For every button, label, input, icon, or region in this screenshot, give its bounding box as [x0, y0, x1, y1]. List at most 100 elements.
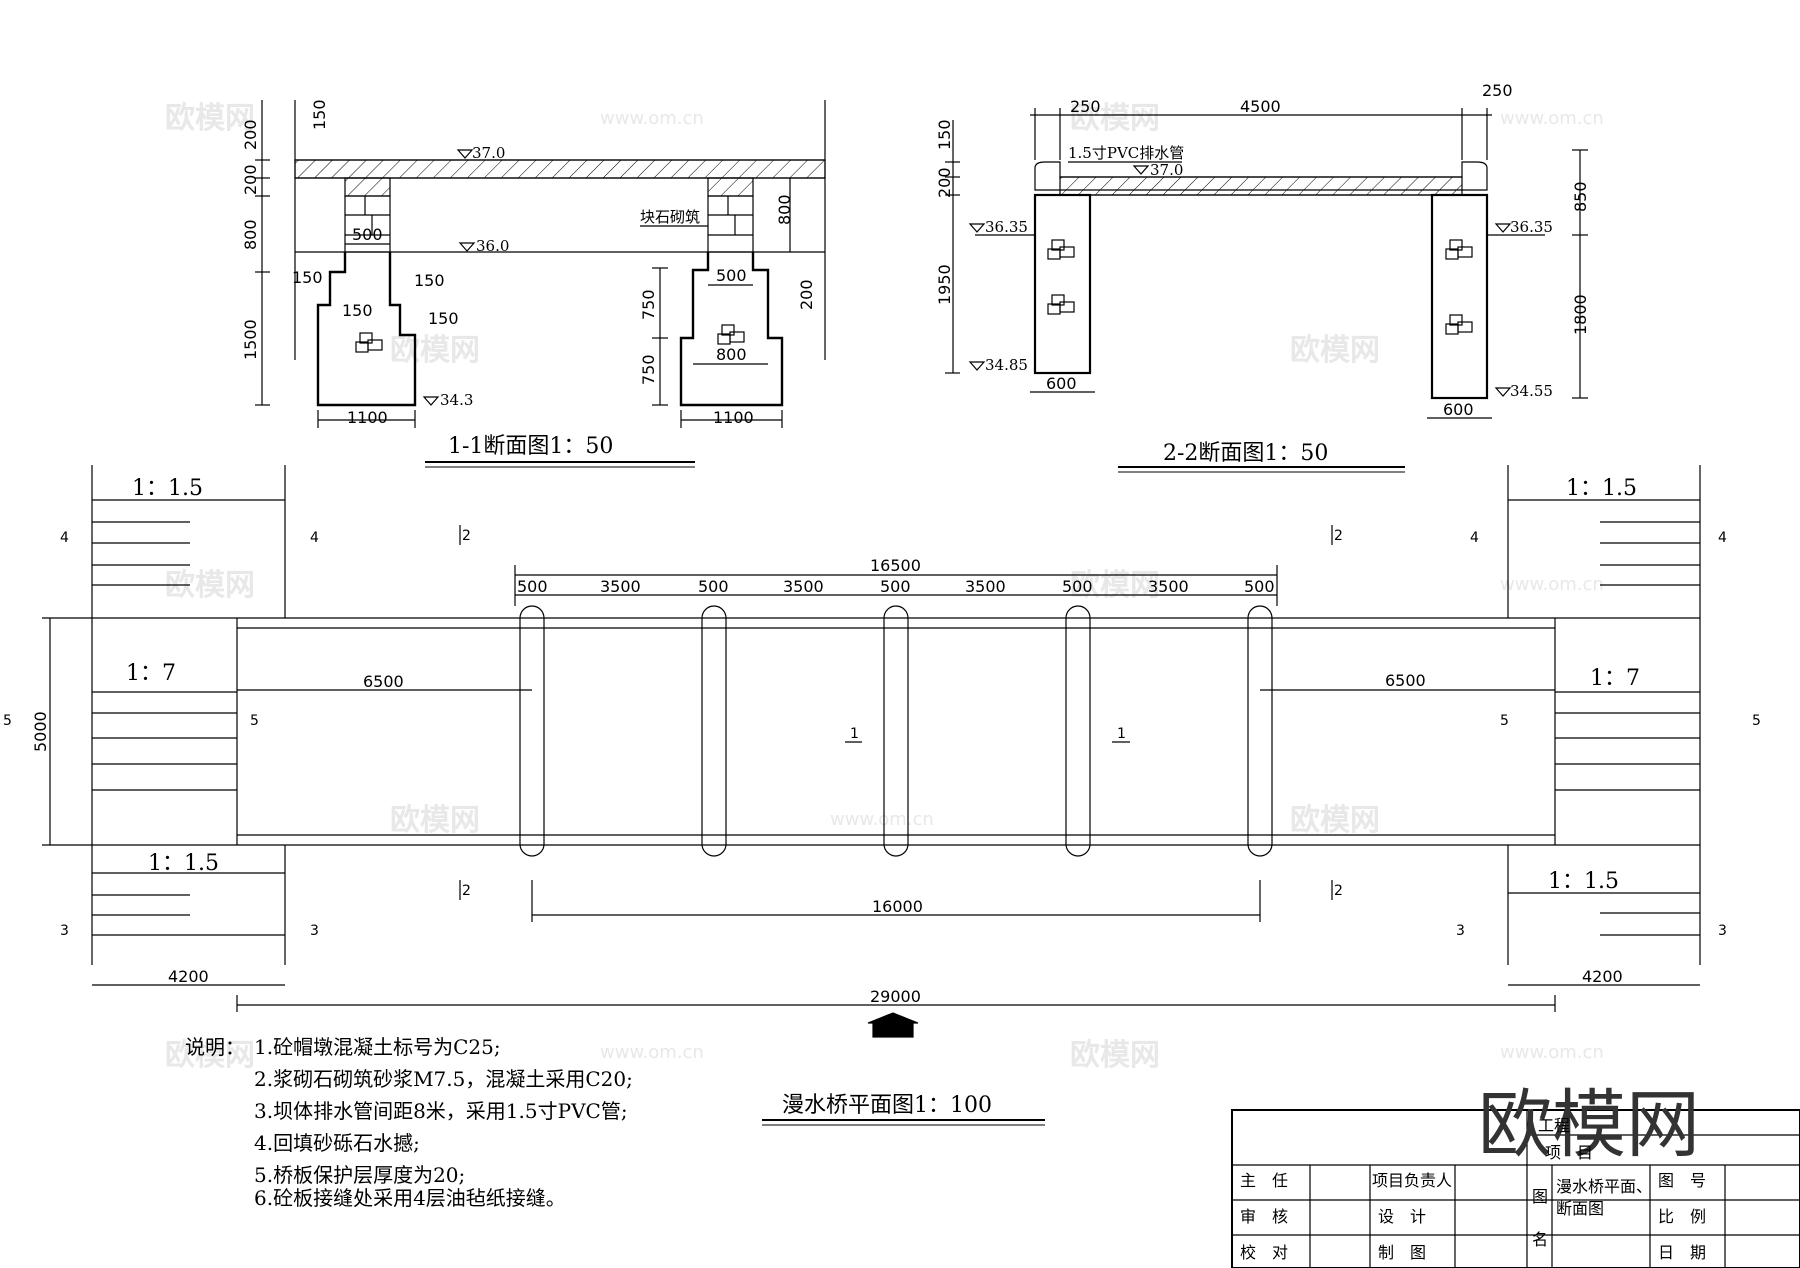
svg-text:4: 4 — [60, 530, 69, 546]
svg-text:34.85: 34.85 — [985, 356, 1028, 374]
svg-text:1：1.5: 1：1.5 — [148, 851, 219, 876]
watermark: www.om.cn — [1500, 1042, 1604, 1063]
svg-text:34.3: 34.3 — [440, 391, 473, 409]
svg-text:1：7: 1：7 — [1590, 666, 1640, 691]
watermark: www.om.cn — [600, 1042, 704, 1063]
svg-text:250: 250 — [1070, 97, 1101, 116]
svg-text:850: 850 — [1571, 181, 1590, 212]
watermark: 欧模网 — [390, 803, 480, 838]
svg-text:5: 5 — [3, 713, 12, 729]
svg-text:500: 500 — [698, 577, 729, 596]
svg-text:2: 2 — [462, 528, 471, 544]
notes-heading: 说明： — [185, 1035, 245, 1059]
svg-text:4500: 4500 — [1240, 97, 1281, 116]
note-item: 6.砼板接缝处采用4层油毡纸接缝。 — [254, 1186, 566, 1210]
svg-text:1: 1 — [850, 726, 859, 742]
svg-text:日 期: 日 期 — [1658, 1243, 1706, 1262]
note-item: 5.桥板保护层厚度为20; — [254, 1163, 465, 1187]
notes: 说明： 1.砼帽墩混凝土标号为C25; 2.浆砌石砌筑砂浆M7.5，混凝土采用C… — [185, 1035, 633, 1210]
svg-text:图 号: 图 号 — [1658, 1171, 1706, 1190]
svg-text:200: 200 — [241, 164, 260, 195]
plan-title: 漫水桥平面图1：100 — [782, 1093, 992, 1118]
svg-text:800: 800 — [775, 194, 794, 225]
watermark: 欧模网 — [1290, 333, 1380, 368]
svg-text:150: 150 — [414, 271, 445, 290]
svg-text:500: 500 — [517, 577, 548, 596]
svg-text:工程: 工程 — [1538, 1116, 1570, 1135]
svg-text:3500: 3500 — [783, 577, 824, 596]
svg-text:1: 1 — [1117, 726, 1126, 742]
watermark: 欧模网 — [1070, 568, 1160, 603]
svg-text:800: 800 — [241, 219, 260, 250]
svg-text:4200: 4200 — [1582, 967, 1623, 986]
svg-text:1800: 1800 — [1571, 294, 1590, 335]
svg-text:1500: 1500 — [241, 319, 260, 360]
svg-text:500: 500 — [1244, 577, 1275, 596]
svg-text:36.35: 36.35 — [985, 218, 1028, 236]
svg-text:审 核: 审 核 — [1240, 1207, 1288, 1226]
svg-text:3: 3 — [60, 923, 69, 939]
svg-text:3: 3 — [1718, 923, 1727, 939]
svg-text:5: 5 — [1500, 713, 1509, 729]
watermarks: 欧模网 www.om.cn 欧模网 www.om.cn 欧模网 欧模网 欧模网 … — [165, 101, 1604, 1073]
watermark: 欧模网 — [1290, 803, 1380, 838]
svg-text:600: 600 — [1046, 374, 1077, 393]
watermark: www.om.cn — [1500, 108, 1604, 129]
svg-text:1：1.5: 1：1.5 — [132, 476, 203, 501]
svg-text:4: 4 — [1718, 530, 1727, 546]
svg-text:500: 500 — [352, 225, 383, 244]
svg-text:制 图: 制 图 — [1378, 1243, 1426, 1262]
note-item: 3.坝体排水管间距8米，采用1.5寸PVC管; — [254, 1099, 628, 1123]
svg-text:150: 150 — [292, 268, 323, 287]
svg-text:2: 2 — [462, 883, 471, 899]
svg-text:500: 500 — [1062, 577, 1093, 596]
svg-text:4200: 4200 — [168, 967, 209, 986]
svg-text:150: 150 — [935, 119, 954, 150]
svg-text:6500: 6500 — [363, 672, 404, 691]
svg-text:36.0: 36.0 — [476, 237, 509, 255]
svg-text:5: 5 — [250, 713, 259, 729]
svg-text:500: 500 — [880, 577, 911, 596]
svg-text:200: 200 — [797, 279, 816, 310]
svg-text:500: 500 — [716, 266, 747, 285]
svg-text:名: 名 — [1532, 1230, 1548, 1249]
svg-text:37.0: 37.0 — [1150, 161, 1183, 179]
section-1-1-title: 1-1断面图1：50 — [448, 434, 613, 459]
svg-text:150: 150 — [428, 309, 459, 328]
note-item: 2.浆砌石砌筑砂浆M7.5，混凝土采用C20; — [254, 1067, 633, 1091]
svg-text:29000: 29000 — [870, 987, 921, 1006]
svg-text:2: 2 — [1334, 883, 1343, 899]
note-item: 4.回填砂砾石水撼; — [254, 1131, 420, 1155]
svg-text:项目负责人: 项目负责人 — [1372, 1171, 1452, 1190]
svg-text:漫水桥平面、: 漫水桥平面、 — [1556, 1177, 1652, 1196]
svg-text:250: 250 — [1482, 81, 1513, 100]
watermark: www.om.cn — [830, 809, 934, 830]
svg-text:3: 3 — [310, 923, 319, 939]
svg-text:4: 4 — [310, 530, 319, 546]
watermark: 欧模网 — [390, 333, 480, 368]
svg-text:1950: 1950 — [935, 264, 954, 305]
svg-text:断面图: 断面图 — [1556, 1199, 1604, 1218]
svg-text:项 目: 项 目 — [1545, 1143, 1593, 1162]
svg-text:图: 图 — [1532, 1187, 1548, 1206]
svg-text:3500: 3500 — [600, 577, 641, 596]
watermark: 欧模网 — [165, 1038, 255, 1073]
svg-text:1：1.5: 1：1.5 — [1566, 476, 1637, 501]
title-block: 欧模网 工程 项 目 主 任 项目负责人 图 名 漫水桥平面、 断面图 审 核 … — [1231, 1082, 1800, 1268]
pvc-pipe-label: 1.5寸PVC排水管 — [1068, 144, 1184, 162]
svg-text:5000: 5000 — [31, 711, 50, 752]
svg-text:比 例: 比 例 — [1658, 1207, 1706, 1226]
svg-text:34.55: 34.55 — [1510, 382, 1553, 400]
svg-text:750: 750 — [639, 354, 658, 385]
svg-text:37.0: 37.0 — [472, 144, 505, 162]
svg-text:4: 4 — [1470, 530, 1479, 546]
svg-text:校 对: 校 对 — [1240, 1243, 1288, 1262]
svg-text:3500: 3500 — [1148, 577, 1189, 596]
section-1-1: 200 150 200 800 1500 500 150 150 150 150… — [241, 99, 826, 468]
svg-text:800: 800 — [716, 345, 747, 364]
svg-text:200: 200 — [241, 119, 260, 150]
svg-text:16000: 16000 — [872, 897, 923, 916]
svg-text:5: 5 — [1752, 713, 1761, 729]
watermark: 欧模网 — [165, 101, 255, 136]
